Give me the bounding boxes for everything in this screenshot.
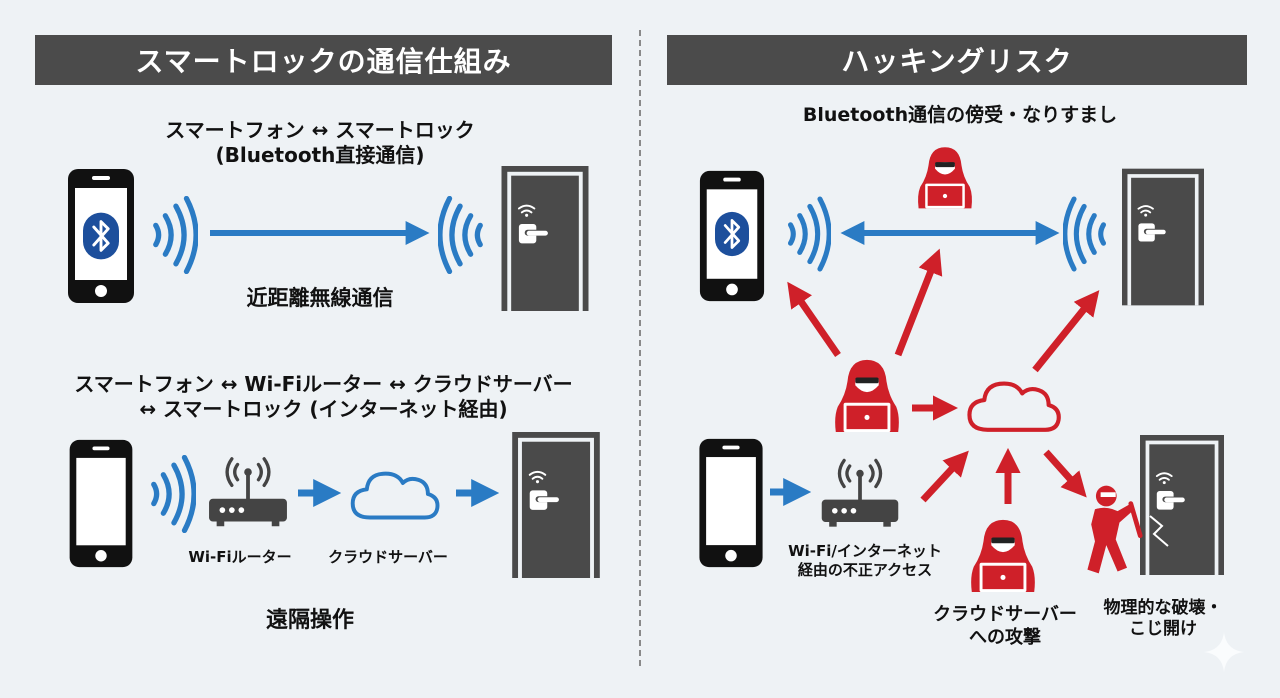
- burglar-icon: [1078, 478, 1144, 582]
- router-to-cloud-attack-arrow: [920, 450, 969, 503]
- short-range-label: 近距離無線通信: [246, 286, 394, 310]
- wifi-router-icon: [818, 456, 902, 532]
- cloud-risk-label-line2: への攻撃: [969, 626, 1041, 648]
- bluetooth-caption-line2: (Bluetooth直接通信): [215, 143, 425, 167]
- cloud-icon: [964, 372, 1064, 438]
- physical-risk-label: 物理的な破壊・ こじ開け: [1096, 598, 1230, 641]
- left-panel-title: スマートロックの通信仕組み: [35, 35, 612, 85]
- attack-arrow-to-phone: [787, 281, 841, 357]
- internet-caption-line1: スマートフォン ↔ Wi-Fiルーター ↔ クラウドサーバー: [74, 372, 573, 396]
- smartphone-icon: [695, 436, 767, 570]
- cloud-to-burglar-arrow: [1043, 449, 1087, 498]
- right-panel-title: ハッキングリスク: [667, 35, 1247, 85]
- attack-arrow-to-link: [894, 248, 943, 357]
- sparkle-icon: [1204, 632, 1244, 672]
- wifi-risk-label: Wi-Fi/インターネット 経由の不正アクセス: [765, 542, 965, 580]
- wifi-risk-label-line1: Wi-Fi/インターネット: [788, 542, 942, 560]
- cloud-risk-label-line1: クラウドサーバー: [933, 604, 1077, 625]
- panel-divider: [639, 30, 641, 666]
- hacker-icon: [828, 352, 906, 438]
- cloud-risk-label: クラウドサーバー への攻撃: [905, 604, 1105, 649]
- bluetooth-caption-line1: スマートフォン ↔ スマートロック: [165, 118, 475, 142]
- remote-control-label: 遠隔操作: [265, 608, 354, 633]
- crack-icon: [1149, 515, 1169, 547]
- cloud-server-label: クラウドサーバー: [328, 548, 448, 566]
- wifi-risk-label-line2: 経由の不正アクセス: [797, 560, 933, 579]
- physical-risk-label-line2: こじ開け: [1129, 619, 1197, 640]
- router-label: Wi-Fiルーター: [188, 548, 292, 566]
- internet-caption-line2: ↔ スマートロック (インターネット経由): [139, 397, 508, 421]
- bluetooth-caption: スマートフォン ↔ スマートロック (Bluetooth直接通信): [90, 118, 550, 168]
- hacker-icon: [964, 512, 1042, 598]
- physical-risk-label-line1: 物理的な破壊・: [1103, 598, 1223, 618]
- internet-caption: スマートフォン ↔ Wi-Fiルーター ↔ クラウドサーバー ↔ スマートロック…: [35, 372, 612, 422]
- attack-arrow-to-lock: [1032, 290, 1100, 373]
- bluetooth-risk-label: Bluetooth通信の傍受・なりすまし: [802, 104, 1118, 126]
- smart-lock-door-icon: [1140, 432, 1224, 578]
